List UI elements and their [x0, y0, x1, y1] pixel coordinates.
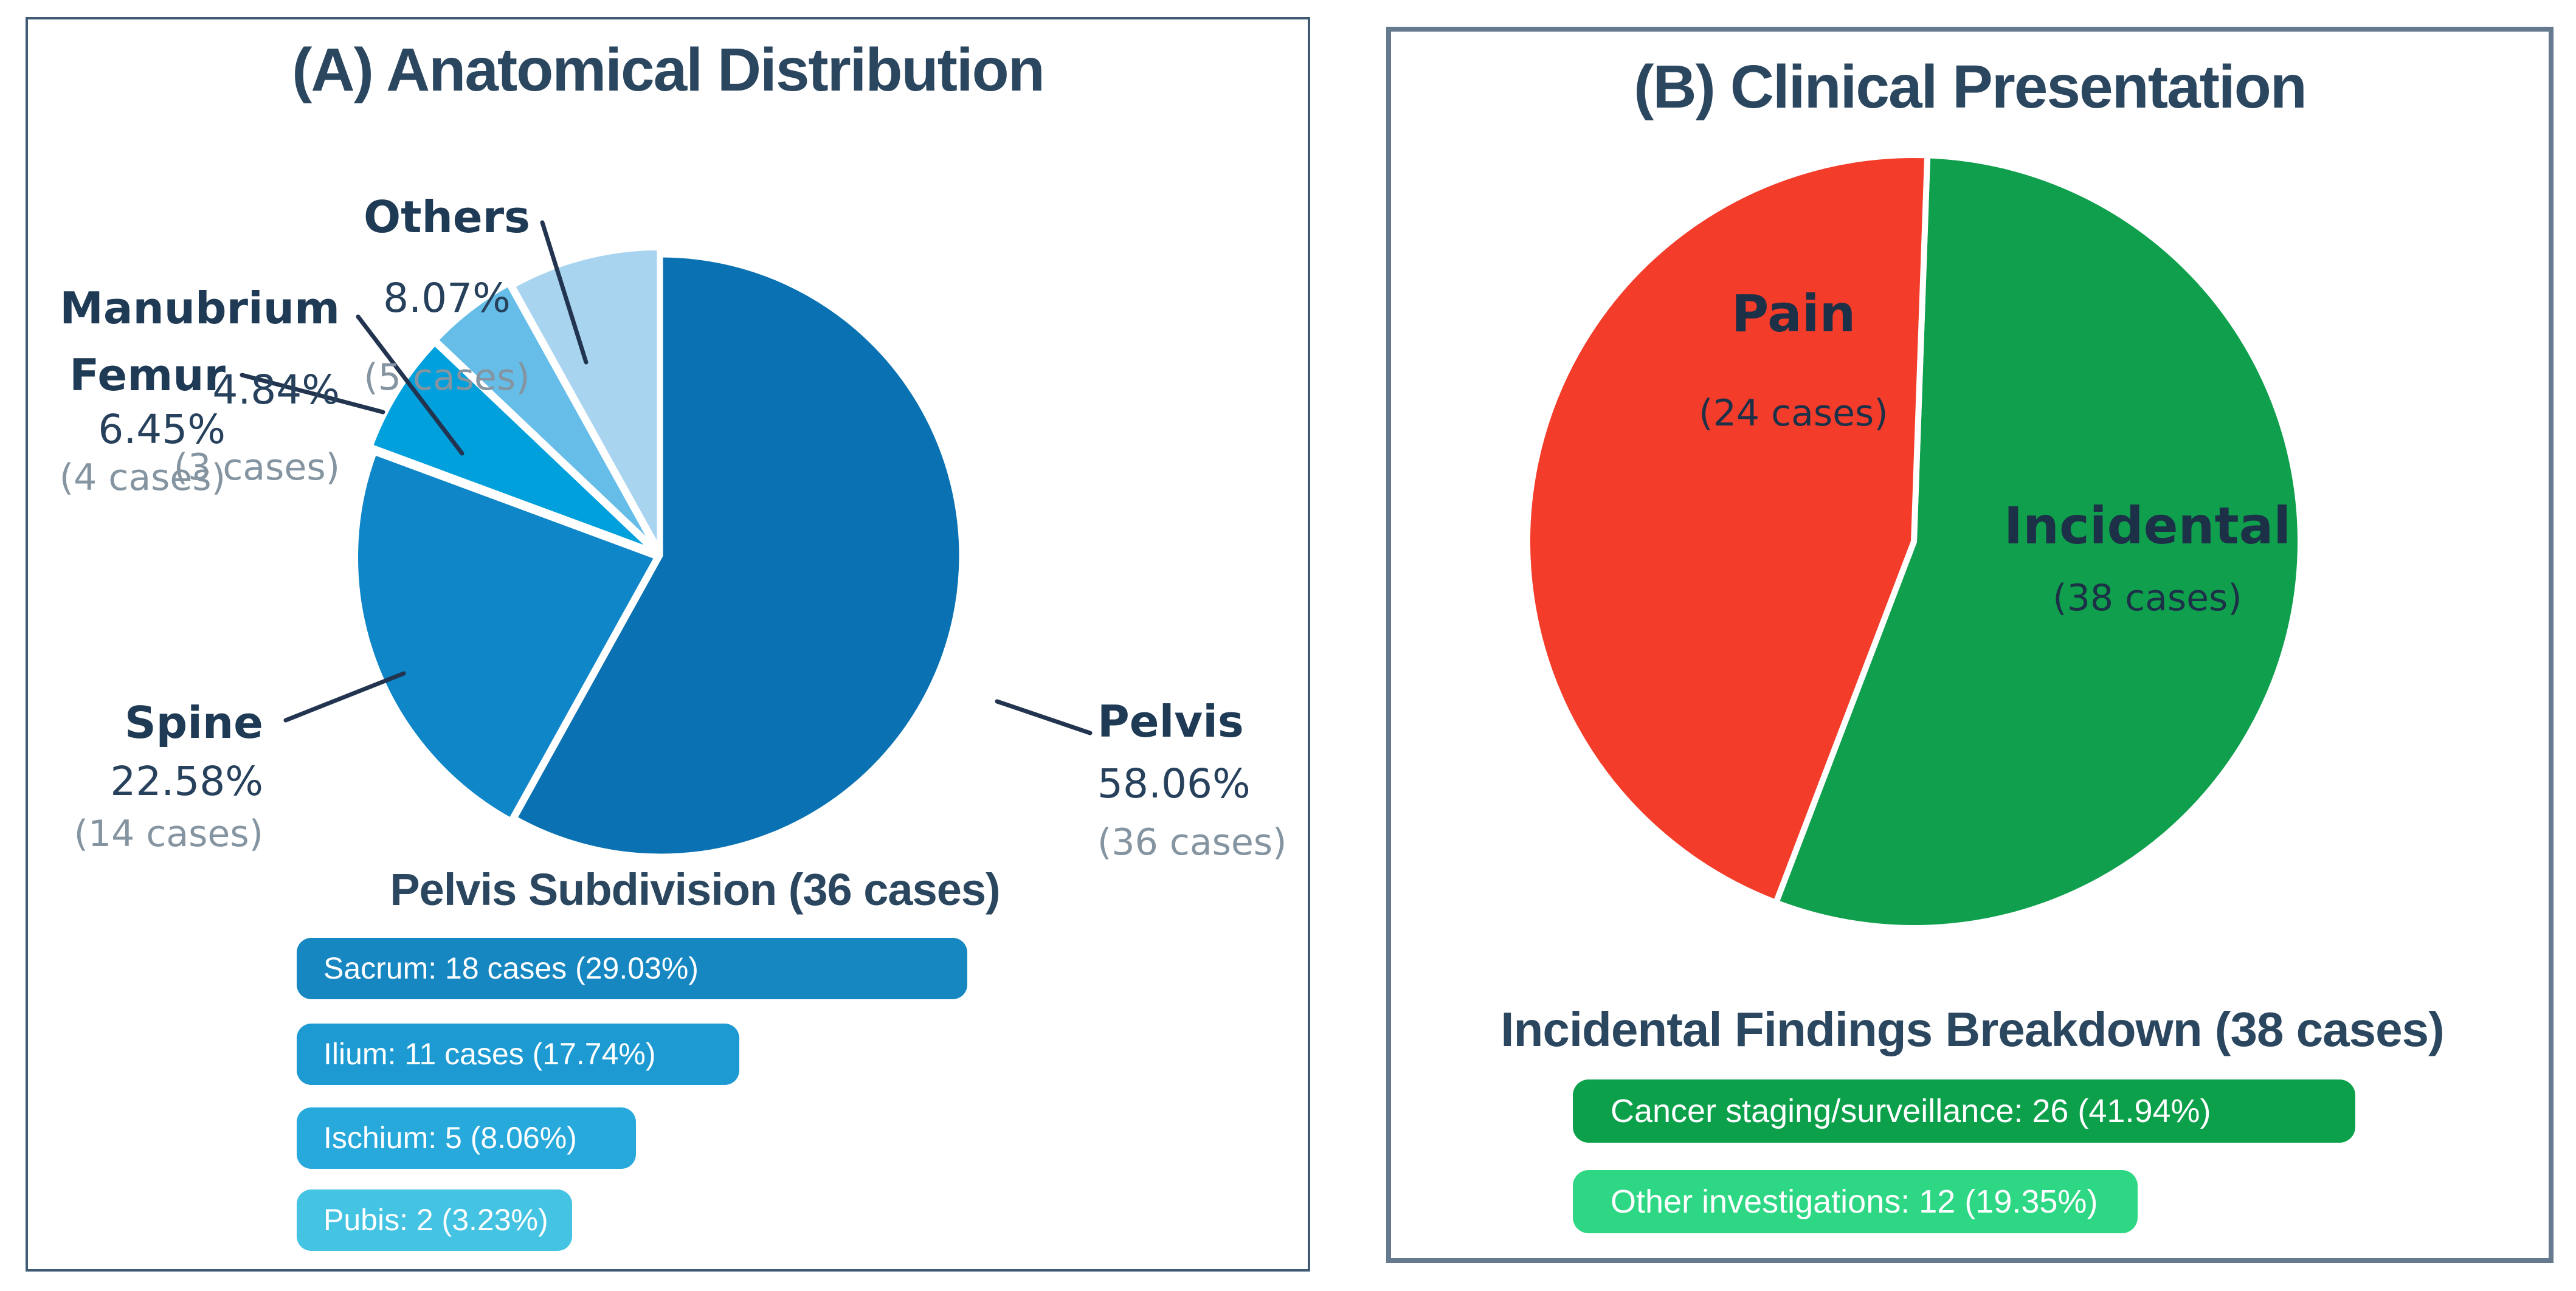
incidental-label: Incidental — [2004, 496, 2291, 556]
incidental-slice — [1773, 152, 2304, 931]
panel-b-title: (B) Clinical Presentation — [1634, 53, 2307, 121]
femur-label: 6.45% — [98, 406, 226, 453]
ilium-bar: Ilium: 11 cases (17.74%) — [297, 1024, 740, 1085]
femur-slice — [368, 341, 655, 553]
incidental-label: (38 cases) — [2053, 577, 2242, 619]
incidental-breakdown-bars: Cancer staging/surveillance: 26 (41.94%)… — [1573, 1079, 2554, 1238]
others-label: Others — [364, 191, 530, 243]
pelvis-label: Pelvis — [1097, 696, 1244, 747]
pubis-bar: Pubis: 2 (3.23%) — [297, 1189, 572, 1251]
manubrium-slice — [434, 282, 657, 549]
pain-slice — [1524, 152, 1931, 906]
ischium-bar: Ischium: 5 (8.06%) — [297, 1107, 636, 1169]
other-investigations-bar: Other investigations: 12 (19.35%) — [1573, 1170, 2138, 1233]
panel-a-title: (A) Anatomical Distribution — [292, 36, 1045, 104]
femur-label: Femur — [69, 349, 226, 401]
pelvis-breakdown-bars: Sacrum: 18 cases (29.03%) Ilium: 11 cases… — [297, 938, 1310, 1254]
spine-slice — [354, 450, 658, 822]
spine-label: (14 cases) — [74, 813, 263, 855]
manubrium-leader-line — [356, 314, 464, 456]
manubrium-label: 4.84% — [212, 367, 340, 413]
spine-label: 22.58% — [110, 758, 263, 805]
femur-leader-line — [240, 373, 385, 415]
pelvis-subdivision-subtitle: Pelvis Subdivision (36 cases) — [390, 864, 1000, 915]
sacrum-bar: Sacrum: 18 cases (29.03%) — [297, 938, 968, 999]
pelvis-label: 58.06% — [1097, 760, 1251, 807]
pain-label: (24 cases) — [1699, 392, 1888, 435]
spine-label: Spine — [125, 697, 263, 748]
others-label: (5 cases) — [364, 356, 530, 399]
others-leader-line — [540, 220, 589, 365]
pelvis-leader-line — [995, 699, 1093, 735]
pelvis-label: (36 cases) — [1097, 821, 1286, 864]
cancer-staging-surveillance-bar: Cancer staging/surveillance: 26 (41.94%) — [1573, 1079, 2356, 1143]
pelvis-slice — [513, 253, 964, 858]
pain-label: Pain — [1732, 284, 1856, 343]
manubrium-label: Manubrium — [60, 283, 340, 334]
others-slice — [511, 246, 661, 551]
manubrium-label: (3 cases) — [174, 446, 340, 489]
spine-leader-line — [283, 671, 406, 723]
incidental-breakdown-subtitle: Incidental Findings Breakdown (38 cases) — [1500, 1002, 2445, 1056]
others-label: 8.07% — [383, 275, 511, 322]
femur-label: (4 cases) — [60, 456, 226, 499]
